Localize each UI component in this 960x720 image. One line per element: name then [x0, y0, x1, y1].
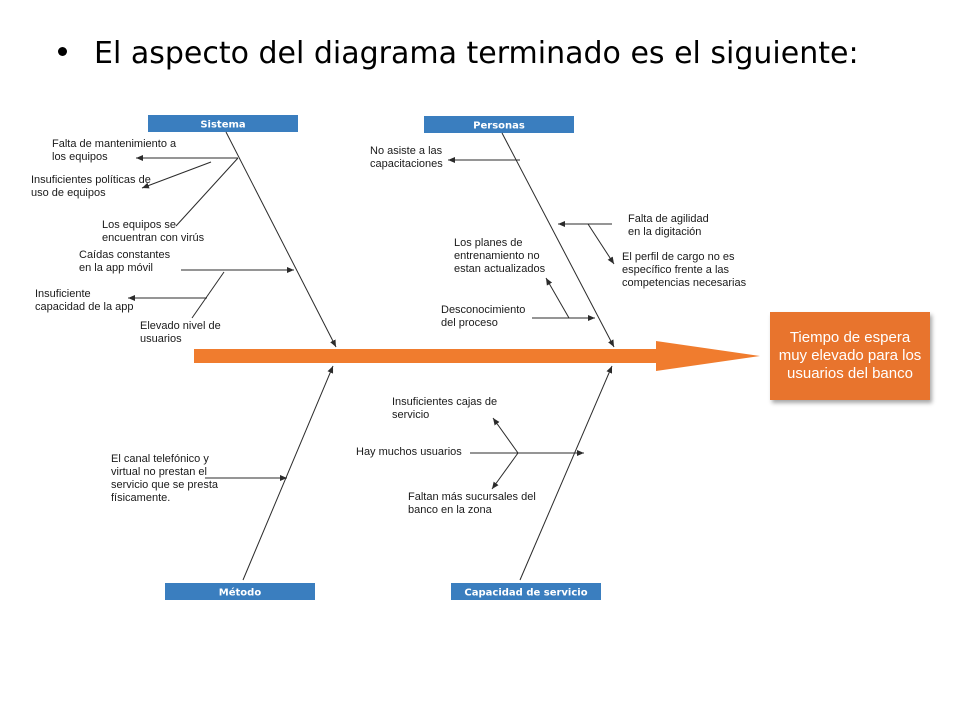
category-metodo-label: Método: [219, 587, 262, 599]
heading-text: El aspecto del diagrama terminado es el …: [94, 36, 859, 71]
sub-bone: [491, 452, 519, 490]
cause-label: Hay muchos usuarios: [356, 446, 462, 458]
bone-capacidad: [519, 365, 613, 581]
category-sistema-label: Sistema: [200, 120, 245, 131]
category-sistema: Sistema: [148, 115, 298, 132]
sub-bone: [141, 161, 212, 189]
sub-bone: [175, 157, 239, 227]
effect-line: muy elevado para los: [778, 347, 922, 364]
bone-metodo: [242, 365, 334, 581]
sub-bone: [492, 417, 519, 454]
sub-bone: [191, 271, 225, 319]
effect-box: Tiempo de espera muy elevado para los us…: [770, 312, 930, 400]
category-capacidad-label: Capacidad de servicio: [464, 588, 587, 599]
category-personas-label: Personas: [473, 121, 525, 132]
bullet-icon: [58, 47, 67, 56]
effect-line: Tiempo de espera: [789, 329, 911, 346]
sub-bone: [545, 277, 570, 319]
spine-arrow: [194, 341, 760, 371]
category-metodo: Método: [165, 583, 315, 600]
effect-line: usuarios del banco: [787, 365, 913, 382]
slide-heading: El aspecto del diagrama terminado es el …: [58, 36, 859, 71]
bone-personas: [501, 132, 615, 348]
sub-bone: [587, 223, 615, 265]
category-personas: Personas: [424, 116, 574, 133]
category-capacidad: Capacidad de servicio: [451, 583, 601, 600]
bone-sistema: [225, 131, 337, 348]
